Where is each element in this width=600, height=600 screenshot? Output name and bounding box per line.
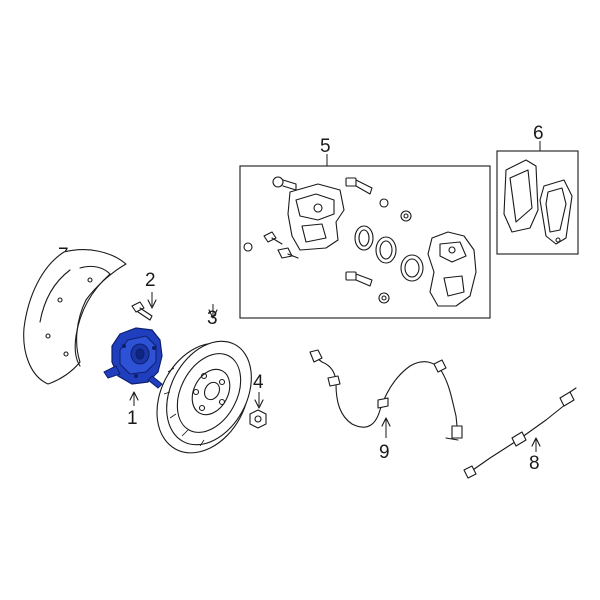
brake-rotor bbox=[156, 340, 252, 454]
caliper-piston-seals bbox=[354, 225, 424, 282]
callout-2[interactable]: 2 bbox=[145, 270, 156, 291]
brake-hose bbox=[463, 387, 577, 479]
hub-bolt bbox=[131, 301, 153, 321]
abs-sensor-harness bbox=[309, 349, 463, 441]
callout-5[interactable]: 5 bbox=[320, 136, 331, 157]
caliper-group-box bbox=[239, 165, 491, 319]
caliper-bracket bbox=[287, 183, 345, 251]
wheel-hub-assembly[interactable] bbox=[103, 327, 163, 389]
callout-6[interactable]: 6 bbox=[533, 123, 544, 144]
callout-3[interactable]: 3 bbox=[207, 308, 218, 329]
pad-group-box bbox=[496, 150, 579, 255]
callout-9[interactable]: 9 bbox=[379, 442, 390, 463]
callout-1[interactable]: 1 bbox=[127, 408, 138, 429]
splash-shield bbox=[23, 249, 127, 385]
callout-4[interactable]: 4 bbox=[253, 372, 264, 393]
axle-nut bbox=[249, 409, 267, 429]
callout-8[interactable]: 8 bbox=[529, 453, 540, 474]
caliper-bolts bbox=[243, 176, 412, 304]
brake-pads bbox=[503, 159, 573, 245]
caliper-housing bbox=[427, 231, 477, 307]
